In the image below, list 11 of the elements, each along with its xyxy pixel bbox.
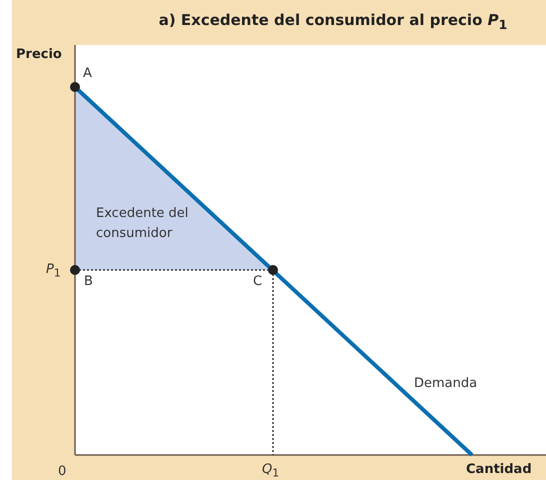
axis-title: Precio	[16, 47, 62, 63]
point-label: A	[83, 66, 92, 82]
axis-title: Cantidad	[466, 462, 532, 478]
area-label: Excedente del consumidor	[96, 205, 190, 243]
point-label: B	[84, 274, 93, 290]
point-label: C	[253, 274, 262, 290]
chart-title: a) Excedente del consumidor al precio P$_{1}$	[158, 12, 508, 33]
axis-tick-label: 0	[58, 464, 66, 480]
axis-tick-label: Q$_{1}$	[262, 462, 280, 480]
curve-label: Demanda	[414, 376, 478, 392]
axis-tick-label: P$_{1}$	[46, 262, 61, 282]
